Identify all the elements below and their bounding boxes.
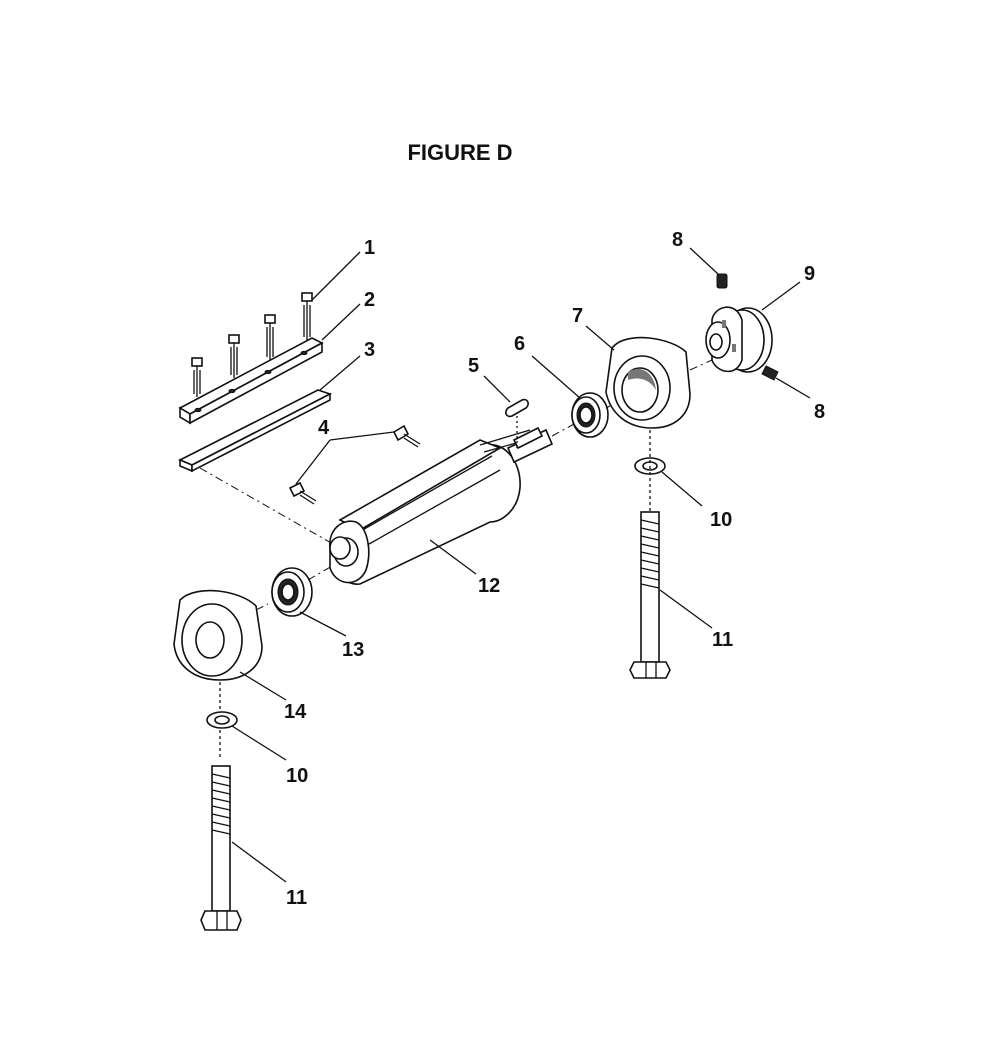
- part-gib-bar: [178, 337, 324, 425]
- callout-5: 5: [468, 355, 479, 377]
- leader-lines: [231, 247, 811, 883]
- part-knife-blade: [178, 389, 333, 473]
- part-pulley: [705, 306, 773, 373]
- callout-3: 3: [364, 339, 375, 361]
- figure-title: FIGURE D: [407, 140, 513, 165]
- callout-4: 4: [318, 417, 330, 439]
- callout-1: 1: [364, 237, 375, 259]
- callout-labels: 1 2 3 4 5 6 7 8 8 9 10 10 11 11 12 13 14: [284, 229, 825, 909]
- part-bolt-left: [200, 765, 242, 931]
- callout-11-left: 11: [286, 887, 307, 909]
- callout-14: 14: [284, 701, 307, 723]
- callout-7: 7: [572, 305, 583, 327]
- callout-10-left: 10: [286, 765, 308, 787]
- callout-6: 6: [514, 333, 525, 355]
- part-set-screws: [716, 273, 779, 381]
- part-screws-4: [288, 424, 421, 505]
- part-screws-1: [191, 292, 313, 397]
- part-washer-left: [206, 711, 238, 729]
- callout-10-right: 10: [710, 509, 732, 531]
- callout-12: 12: [478, 575, 500, 597]
- callout-11-right: 11: [712, 629, 733, 651]
- part-bearing-housing-left: [173, 589, 263, 681]
- callout-2: 2: [364, 289, 375, 311]
- part-bearing-right: [571, 392, 609, 438]
- callout-13: 13: [342, 639, 364, 661]
- part-bolt-right: [629, 511, 671, 679]
- part-bearing-left: [271, 567, 313, 617]
- part-bearing-housing-right: [605, 336, 691, 429]
- part-key: [505, 398, 529, 418]
- callout-8-right: 8: [814, 401, 825, 423]
- callout-8-top: 8: [672, 229, 683, 251]
- part-cutterhead: [329, 426, 554, 585]
- callout-9: 9: [804, 263, 815, 285]
